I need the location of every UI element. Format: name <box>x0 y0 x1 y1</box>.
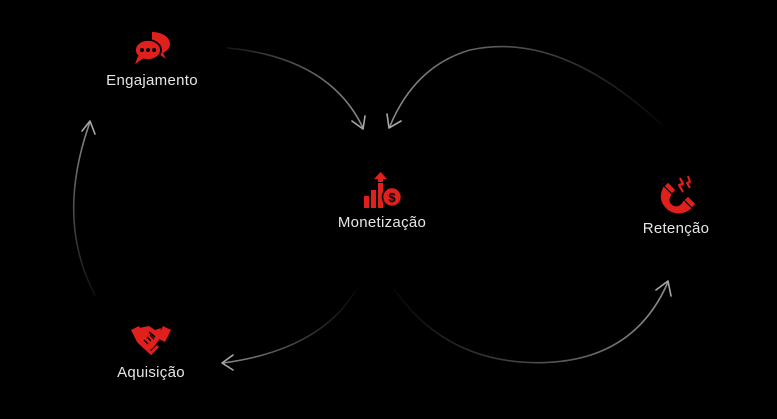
node-retencao: Retenção <box>620 174 732 237</box>
chat-bubbles-icon <box>134 32 170 64</box>
node-engajamento: Engajamento <box>86 28 218 89</box>
node-label-retencao: Retenção <box>642 220 710 237</box>
arrowhead-monetizacao-to-retencao <box>655 280 672 297</box>
revenue-growth-icon: $ <box>364 172 403 208</box>
arrow-engajamento-to-monetizacao <box>227 47 364 129</box>
arrow-aquisicao-to-engajamento <box>72 121 96 296</box>
node-monetizacao: $ Monetização <box>318 170 446 231</box>
arrowhead-retencao-to-monetizacao <box>386 113 402 129</box>
svg-text:$: $ <box>388 190 396 205</box>
magnet-icon <box>660 175 697 214</box>
handshake-icon <box>131 326 171 356</box>
arrow-monetizacao-to-retencao <box>394 281 669 364</box>
node-label-aquisicao: Aquisição <box>117 364 185 381</box>
arrow-monetizacao-to-aquisicao <box>222 289 357 364</box>
node-label-monetizacao: Monetização <box>337 214 427 231</box>
arrowhead-aquisicao-to-engajamento <box>81 120 96 135</box>
node-label-engajamento: Engajamento <box>106 72 198 89</box>
arrow-retencao-to-monetizacao <box>389 45 663 127</box>
arrowhead-engajamento-to-monetizacao <box>351 115 366 130</box>
arrowhead-monetizacao-to-aquisicao <box>221 354 234 371</box>
node-aquisicao: Aquisição <box>92 318 210 381</box>
